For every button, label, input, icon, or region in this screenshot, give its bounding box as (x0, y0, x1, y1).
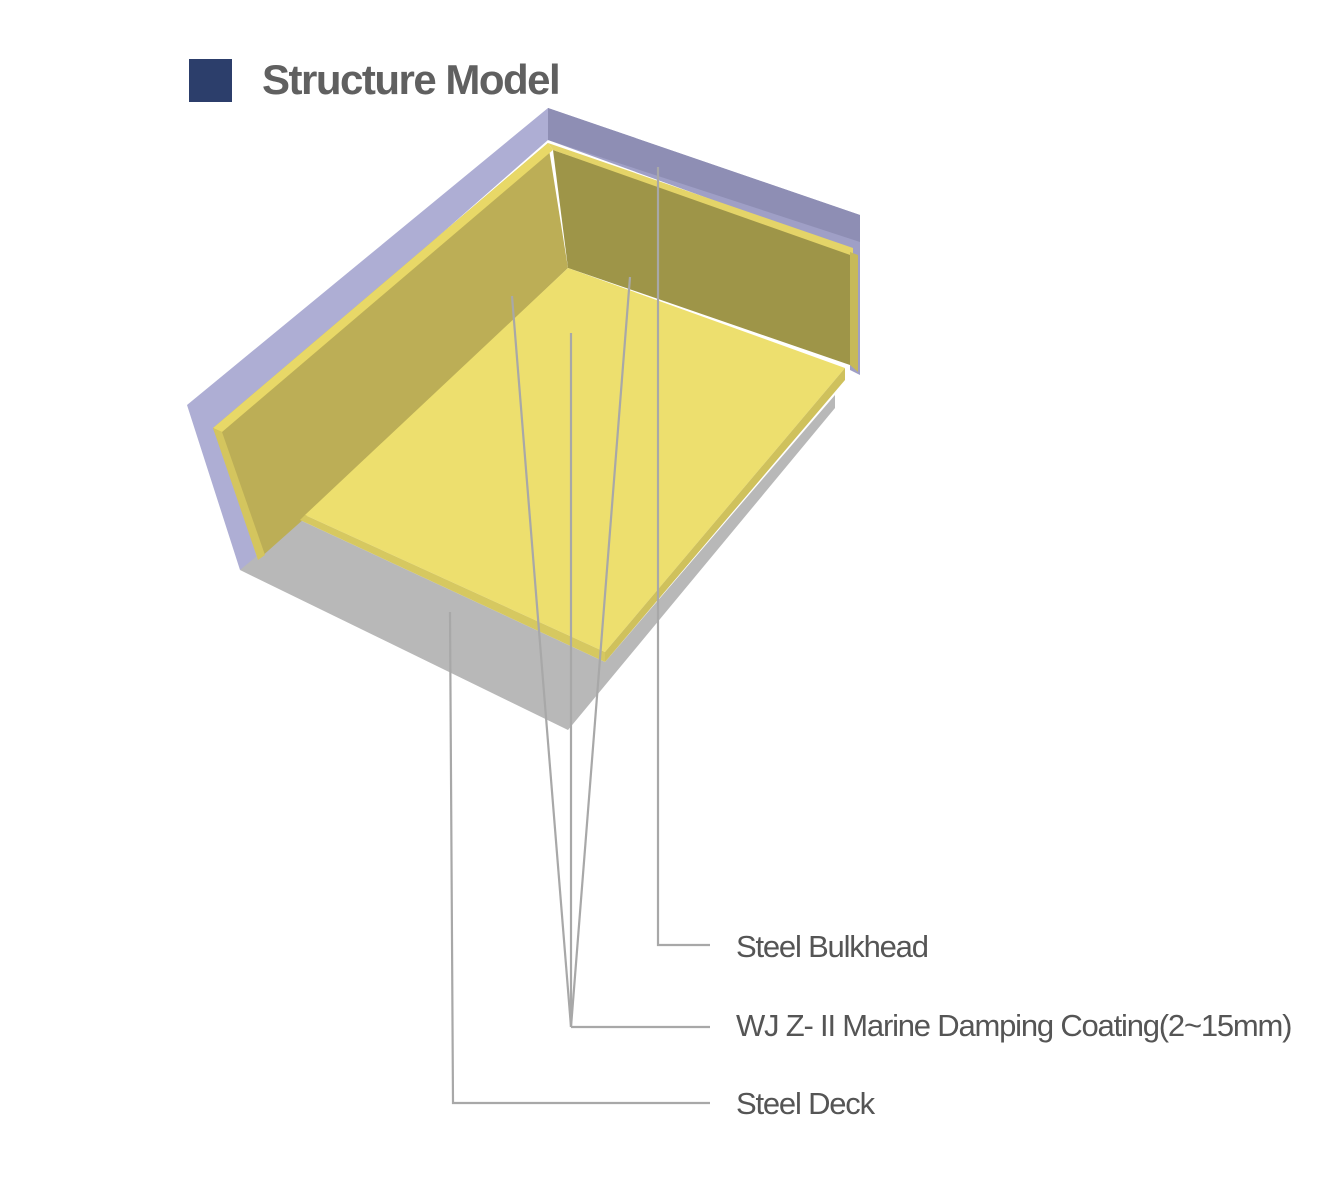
header-marker (189, 58, 232, 102)
coating-floor-front-edge (300, 515, 605, 662)
coating-left-wall (213, 143, 568, 558)
leader-line-bulkhead (656, 167, 710, 947)
coating-left-rim (213, 143, 553, 432)
leader-line-coating-a (510, 295, 573, 1028)
steel-deck-face (240, 395, 835, 730)
label-steel-deck: Steel Deck (736, 1086, 875, 1121)
steel-bulkhead-shell (187, 108, 860, 570)
coating-floor-right-edge (605, 368, 845, 662)
coating-left-edge (213, 428, 265, 560)
coating-floor (305, 268, 845, 652)
label-damping-coating: WJ Z- II Marine Damping Coating(2~15mm) (736, 1008, 1292, 1043)
leader-line-coating-c (569, 276, 632, 1028)
coating-back-edge (850, 252, 858, 372)
bulkhead-left-outer (187, 108, 548, 570)
damping-coating-layer (213, 143, 858, 662)
coating-back-rim (548, 143, 853, 256)
bulkhead-back-band (548, 108, 860, 242)
steel-deck-slab (240, 395, 835, 730)
page-title: Structure Model (262, 56, 561, 103)
section-header: Structure Model (189, 56, 561, 103)
label-steel-bulkhead: Steel Bulkhead (736, 929, 929, 964)
leader-lines (448, 167, 710, 1105)
leader-line-deck (448, 611, 710, 1105)
coating-back-wall (553, 150, 850, 365)
